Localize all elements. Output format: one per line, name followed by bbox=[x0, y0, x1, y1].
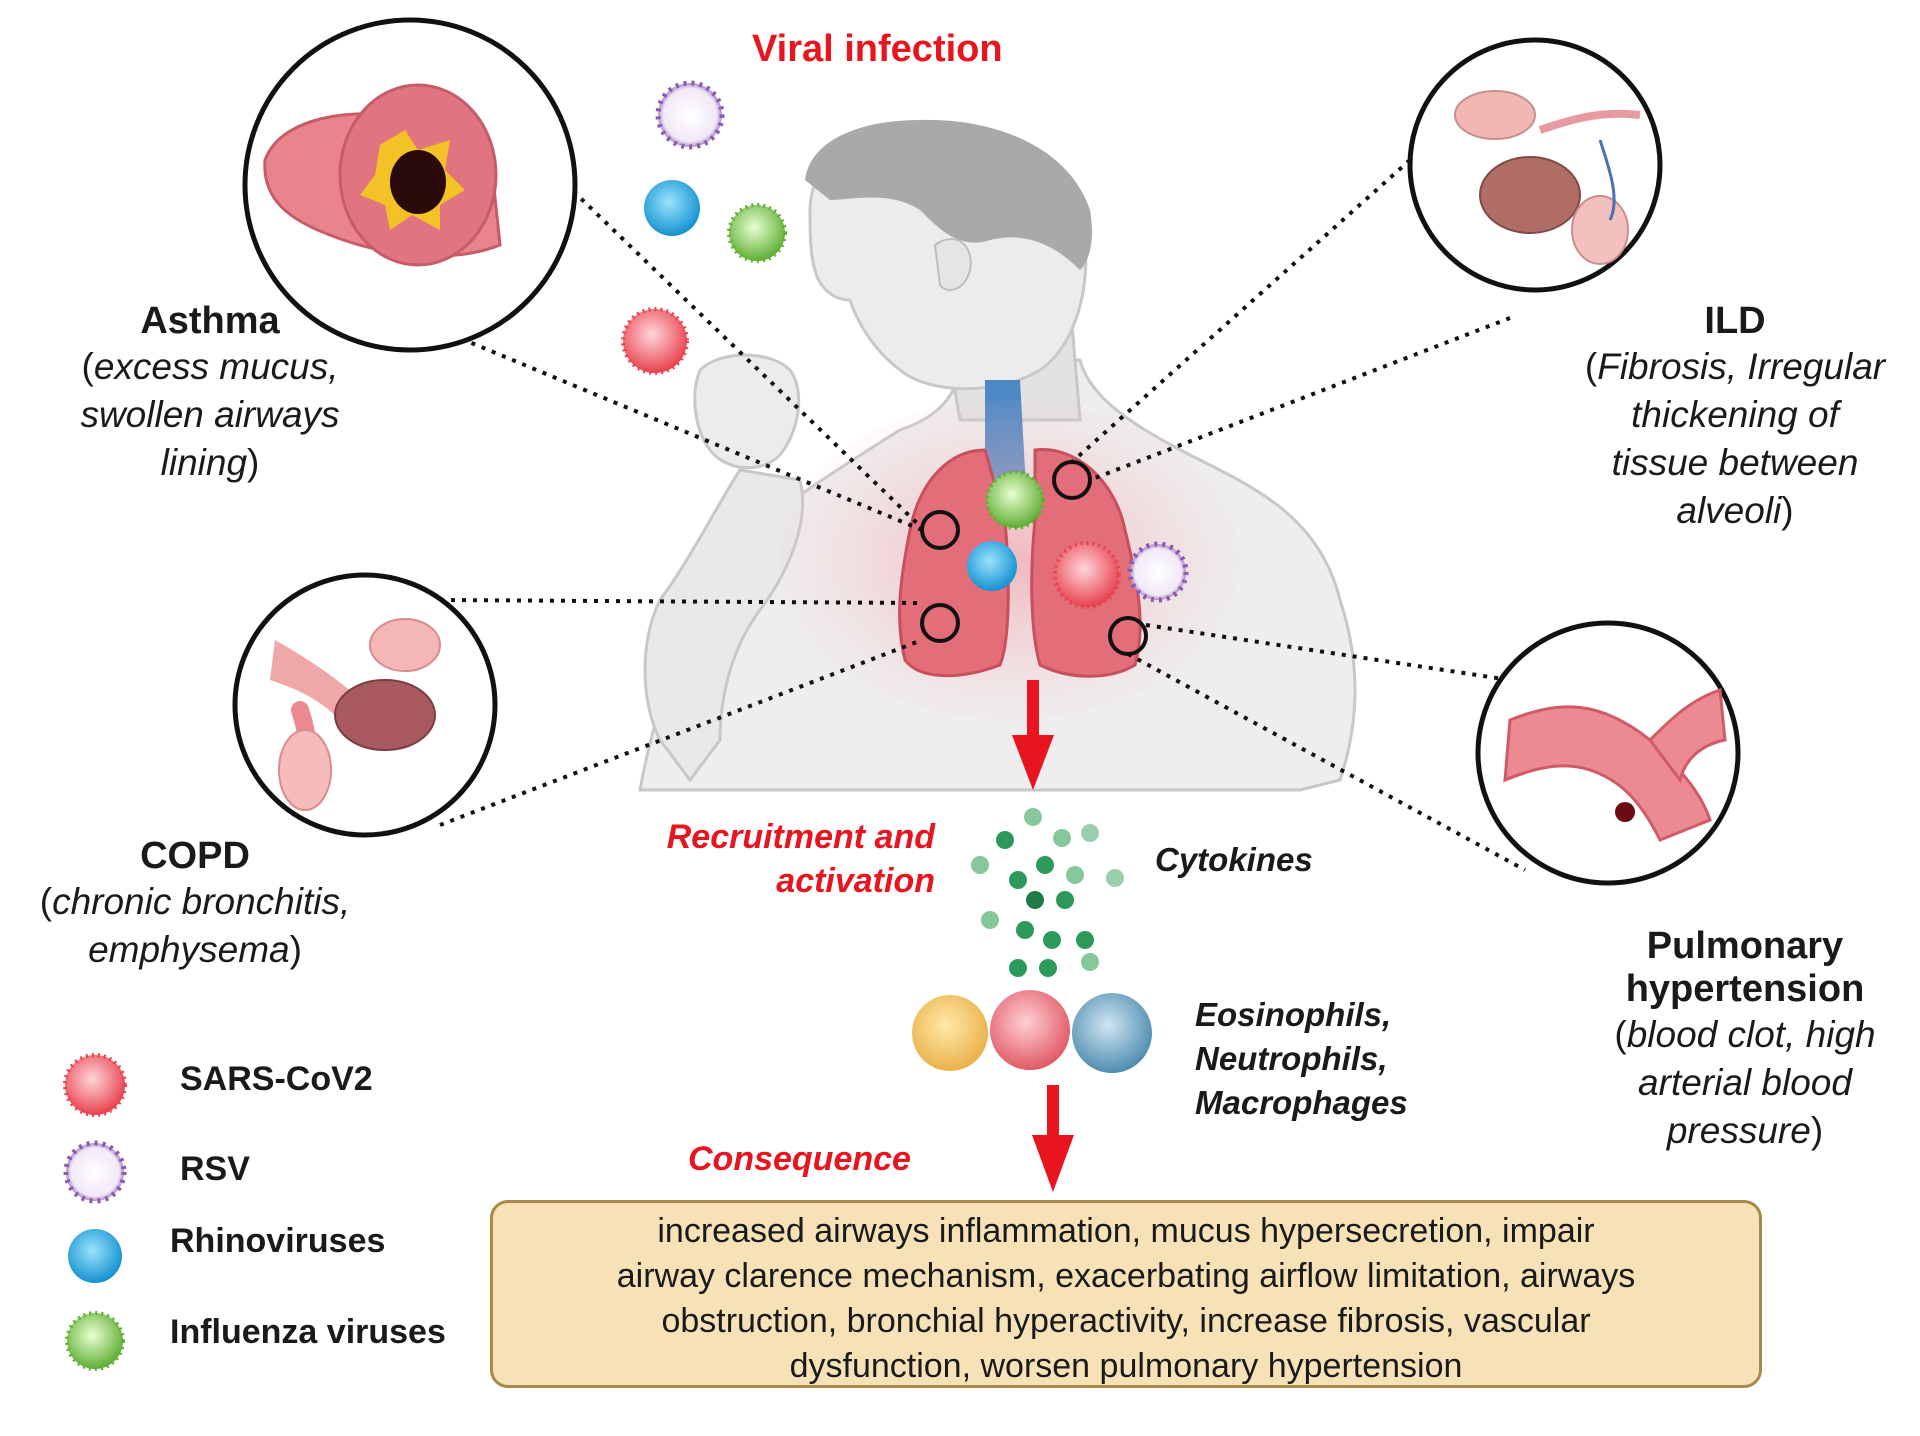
connector-lines bbox=[379, 128, 1526, 872]
cytokines-label: Cytokines bbox=[1155, 841, 1313, 878]
zoom-circle-pulmonary-hypertension bbox=[1475, 620, 1741, 886]
influenza-virus-icon bbox=[65, 1311, 125, 1371]
consequence-line: increased airways inflammation, mucus hy… bbox=[657, 1212, 1595, 1250]
immune-cells-label: Eosinophils, Neutrophils, Macrophages bbox=[1195, 996, 1408, 1121]
zoom-circle-ild bbox=[1407, 37, 1663, 293]
recruitment-label: Recruitment and activation bbox=[666, 818, 935, 900]
eosinophil-icon bbox=[912, 995, 988, 1071]
consequence-line: obstruction, bronchial hyperactivity, in… bbox=[661, 1302, 1591, 1340]
zoom-circle-copd bbox=[232, 572, 498, 838]
macrophage-icon bbox=[1072, 993, 1152, 1073]
asthma-label-block: Asthma (excess mucus, swollen airways li… bbox=[60, 300, 360, 487]
cytokine-dots bbox=[971, 808, 1124, 977]
influenza-virus-icon bbox=[985, 470, 1045, 530]
ild-title: ILD bbox=[1704, 300, 1766, 342]
zoom-circle-asthma bbox=[242, 17, 578, 353]
rsv-virus-icon bbox=[1127, 541, 1189, 603]
immune-cells bbox=[912, 990, 1152, 1073]
rsv-virus-icon bbox=[655, 80, 725, 150]
copd-label-block: COPD (chronic bronchitis, emphysema) bbox=[10, 835, 380, 974]
title-viral-infection: Viral infection bbox=[752, 28, 1003, 70]
legend-label-influenza: Influenza viruses bbox=[170, 1313, 446, 1351]
arrow-2-shaft bbox=[1047, 1085, 1059, 1140]
ild-label-block: ILD (Fibrosis, Irregular thickening of t… bbox=[1555, 300, 1915, 535]
copd-description: (chronic bronchitis, emphysema) bbox=[39, 881, 351, 970]
ph-description: (blood clot, high arterial blood pressur… bbox=[1614, 1014, 1876, 1151]
rhinovirus-icon bbox=[68, 1229, 122, 1283]
arrow-1-head bbox=[1012, 735, 1054, 790]
ear bbox=[933, 238, 972, 291]
spot-ild bbox=[1052, 460, 1092, 500]
hair bbox=[805, 119, 1092, 270]
ild-description: (Fibrosis, Irregular thickening of tissu… bbox=[1584, 346, 1886, 531]
sars-cov2-virus-icon bbox=[63, 1053, 127, 1117]
asthma-description: (excess mucus, swollen airways lining) bbox=[80, 346, 340, 483]
rhinovirus-icon bbox=[967, 541, 1017, 591]
arrow-1-shaft bbox=[1027, 680, 1039, 740]
legend-label-rsv: RSV bbox=[180, 1150, 250, 1188]
spot-copd bbox=[920, 603, 960, 643]
sars-cov2-virus-icon bbox=[1053, 541, 1121, 609]
legend-icons bbox=[63, 1053, 127, 1371]
left-lung bbox=[898, 448, 1010, 678]
legend-label-rhinoviruses: Rhinoviruses bbox=[170, 1222, 386, 1260]
rsv-virus-icon bbox=[63, 1140, 127, 1204]
pulmonary-hypertension-label-block: Pulmonary hypertension (blood clot, high… bbox=[1580, 925, 1910, 1155]
consequence-label: Consequence bbox=[688, 1140, 911, 1178]
legend-label-sars-cov2: SARS-CoV2 bbox=[180, 1060, 373, 1098]
ph-title-line2: hypertension bbox=[1625, 968, 1865, 1010]
floating-viruses bbox=[621, 80, 1189, 609]
arrow-2-head bbox=[1032, 1135, 1074, 1192]
consequence-line: airway clarence mechanism, exacerbating … bbox=[616, 1257, 1636, 1295]
ph-title-line1: Pulmonary bbox=[1646, 925, 1844, 967]
copd-title: COPD bbox=[140, 835, 250, 877]
consequence-line: dysfunction, worsen pulmonary hypertensi… bbox=[789, 1347, 1463, 1385]
fist bbox=[693, 353, 801, 470]
asthma-title: Asthma bbox=[140, 300, 280, 342]
neutrophil-icon bbox=[990, 990, 1070, 1070]
consequence-box: increased airways inflammation, mucus hy… bbox=[490, 1200, 1762, 1388]
flow-arrows bbox=[1012, 680, 1074, 1192]
rhinovirus-icon bbox=[644, 180, 700, 236]
influenza-virus-icon bbox=[727, 203, 787, 263]
sars-cov2-virus-icon bbox=[621, 307, 689, 375]
